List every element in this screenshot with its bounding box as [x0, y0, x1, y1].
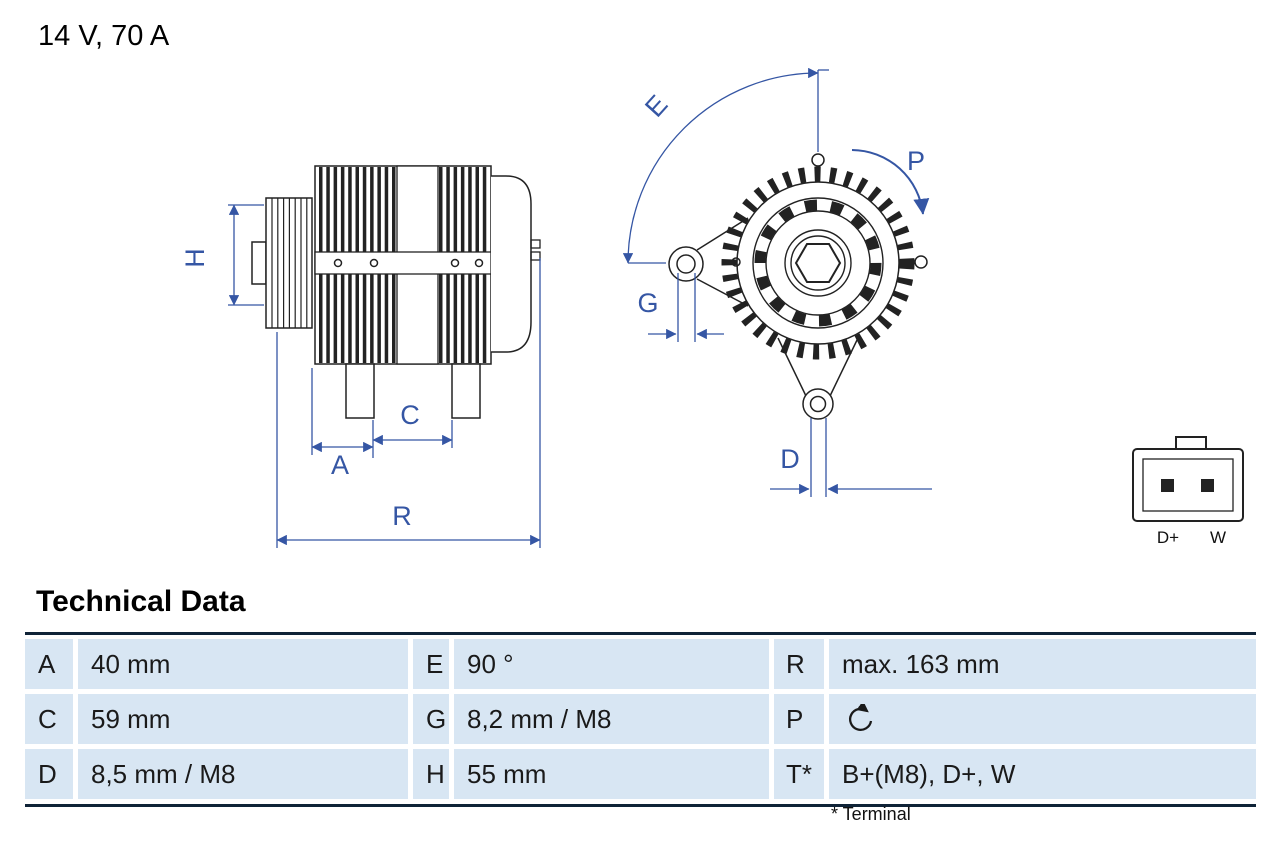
row-key: P [774, 694, 824, 744]
dim-label-D: D [780, 444, 800, 474]
rating-title: 14 V, 70 A [38, 20, 170, 52]
row-key: A [25, 639, 73, 689]
inner-vent-slots [754, 199, 882, 327]
technical-data-heading: Technical Data [36, 585, 246, 618]
front-view-dimensions [622, 67, 932, 497]
row-value: 8,2 mm / M8 [454, 694, 769, 744]
row-key: G [413, 694, 449, 744]
alternator-technical-drawing: H A C R [180, 67, 1244, 548]
row-value: max. 163 mm [829, 639, 1256, 689]
dim-label-R: R [392, 501, 412, 531]
row-key: C [25, 694, 73, 744]
side-view-dimensions [228, 204, 541, 548]
row-key: R [774, 639, 824, 689]
table-row: A 40 mm E 90 ° R max. 163 mm [25, 639, 1256, 689]
dim-label-G: G [637, 288, 658, 318]
row-value: 90 ° [454, 639, 769, 689]
dim-label-H: H [180, 248, 210, 268]
row-value-rotation [829, 694, 1256, 744]
dim-label-E: E [639, 89, 673, 122]
connector-label-w: W [1210, 528, 1226, 547]
connector-pin-dplus [1161, 479, 1174, 492]
table-row: C 59 mm G 8,2 mm / M8 P [25, 694, 1256, 744]
row-key: T* [774, 749, 824, 799]
dim-label-A: A [331, 450, 349, 480]
row-value: B+(M8), D+, W [829, 749, 1256, 799]
alternator-front-view [668, 153, 928, 420]
row-value: 55 mm [454, 749, 769, 799]
table-row: D 8,5 mm / M8 H 55 mm T* B+(M8), D+, W [25, 749, 1256, 799]
row-value: 8,5 mm / M8 [78, 749, 408, 799]
table-bottom-border [25, 804, 1256, 807]
row-value: 40 mm [78, 639, 408, 689]
technical-data-table: A 40 mm E 90 ° R max. 163 mm C 59 mm G 8… [25, 632, 1256, 807]
row-key: H [413, 749, 449, 799]
cooling-fins [319, 167, 489, 363]
row-key: D [25, 749, 73, 799]
row-value: 59 mm [78, 694, 408, 744]
connector-plug-drawing [1132, 436, 1244, 522]
shaft-nut [794, 243, 842, 283]
alternator-side-view [251, 165, 541, 419]
rotation-direction-icon [848, 704, 873, 731]
pulley-grooves [271, 198, 308, 328]
connector-pin-w [1201, 479, 1214, 492]
dim-label-C: C [400, 400, 420, 430]
row-key: E [413, 639, 449, 689]
terminal-footnote: * Terminal [831, 804, 911, 824]
connector-label-dplus: D+ [1157, 528, 1179, 547]
dim-label-P: P [907, 146, 925, 176]
